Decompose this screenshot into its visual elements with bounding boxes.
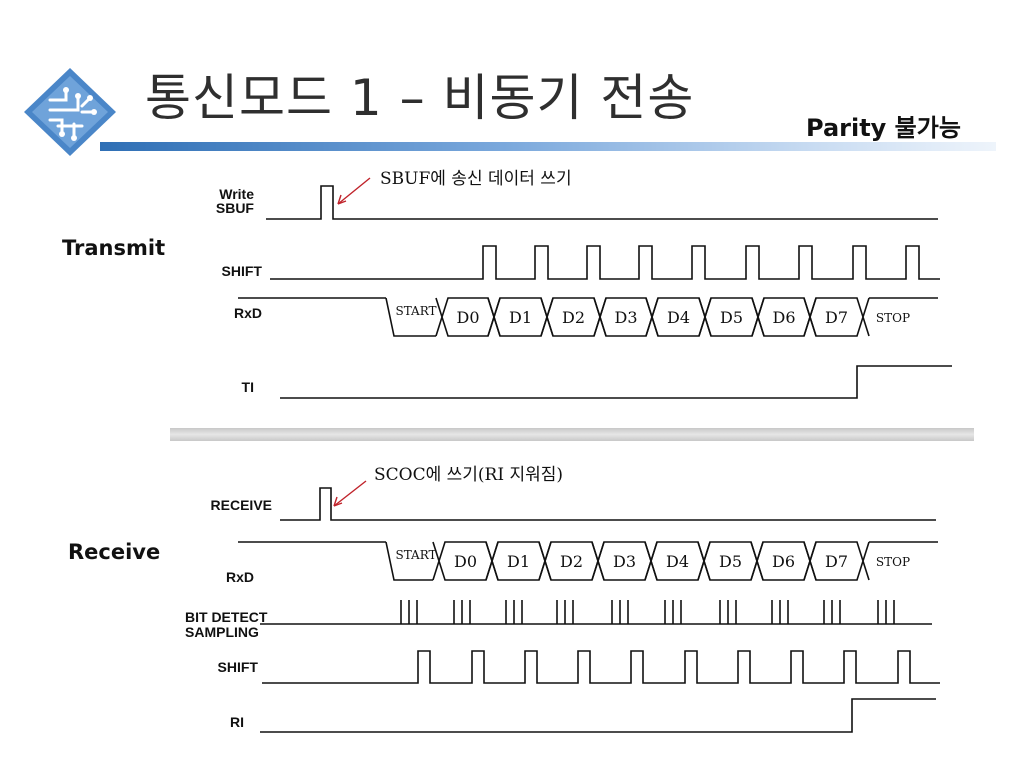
transmit-section-label: Transmit [62, 236, 166, 260]
write-sbuf-annotation-arrow [337, 177, 371, 205]
receive-bit-label-5: D5 [719, 552, 742, 571]
circuit-board-icon [24, 68, 116, 156]
ri-signal-label: RI [230, 714, 244, 730]
ti-signal-label: TI [242, 379, 254, 395]
slide-title: 통신모드 1 – 비동기 전송 [145, 69, 695, 127]
transmit-bit-label-2: D2 [562, 308, 585, 327]
transmit-bit-label-4: D4 [667, 308, 690, 327]
transmit-stop-label: STOP [876, 311, 910, 325]
bit-detect-sample-0 [400, 600, 418, 624]
receive-stop-label: STOP [876, 555, 910, 569]
section-separator [170, 428, 974, 441]
rx-shift-waveform [262, 650, 940, 684]
receive-bit-label-6: D6 [772, 552, 795, 571]
tx-shift-waveform [270, 245, 940, 280]
tx-rxd-signal-label: RxD [234, 305, 262, 321]
receive-bit-cell-7 [803, 541, 870, 581]
rx-shift-signal-label: SHIFT [218, 659, 259, 675]
receive-section-label: Receive [68, 540, 161, 564]
bit-detect-sample-7 [771, 600, 789, 624]
write-sbuf-annotation-arrowhead [337, 194, 347, 205]
receive-signal-label: RECEIVE [211, 497, 272, 513]
transmit-bit-label-3: D3 [614, 308, 637, 327]
receive-annotation-arrowhead [333, 496, 343, 507]
bit-detect-sample-4 [611, 600, 629, 624]
receive-bit-label-4: D4 [666, 552, 689, 571]
title-underline [100, 142, 996, 151]
transmit-bit-label-1: D1 [509, 308, 532, 327]
receive-waveform [280, 487, 936, 521]
receive-start-fall [385, 541, 433, 581]
transmit-bit-label-6: D6 [772, 308, 795, 327]
transmit-bit-label-7: D7 [825, 308, 848, 327]
bit-detect-sample-1 [453, 600, 471, 624]
rx-rxd-signal-label: RxD [226, 569, 254, 585]
ri-waveform [260, 698, 936, 733]
bit-detect-sample-8 [823, 600, 841, 624]
bit-detect-sample-6 [719, 600, 737, 624]
ti-waveform [280, 365, 952, 399]
bit-detect-sample-2 [505, 600, 523, 624]
transmit-bit-label-0: D0 [456, 308, 479, 327]
bit-detect-sample-5 [664, 600, 682, 624]
receive-bit-label-7: D7 [825, 552, 848, 571]
receive-annotation: SCOC에 쓰기(RI 지워짐) [374, 465, 563, 485]
write-sbuf-waveform [266, 185, 938, 220]
transmit-start-fall [385, 297, 436, 337]
receive-annotation-arrow [333, 480, 367, 507]
bit-detect-sample-9 [877, 600, 895, 624]
transmit-bit-cell-7 [803, 297, 870, 337]
receive-bit-label-3: D3 [613, 552, 636, 571]
bit-detect-sample-3 [556, 600, 574, 624]
tx-shift-signal-label: SHIFT [222, 263, 263, 279]
write-sbuf-annotation: SBUF에 송신 데이터 쓰기 [380, 169, 572, 189]
receive-bit-label-2: D2 [560, 552, 583, 571]
receive-start-label: START [395, 548, 436, 562]
receive-bit-label-1: D1 [507, 552, 530, 571]
receive-bit-label-0: D0 [454, 552, 477, 571]
slide-subtitle: Parity 불가능 [806, 114, 961, 142]
transmit-bit-label-5: D5 [720, 308, 743, 327]
transmit-start-label: START [395, 304, 436, 318]
